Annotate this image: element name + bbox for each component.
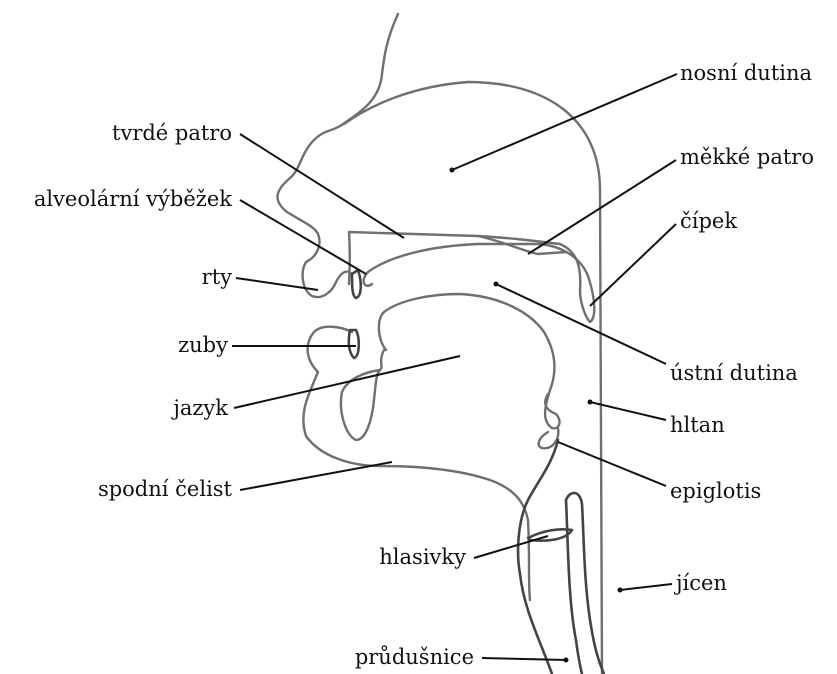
leader-prudusnice (482, 658, 566, 660)
label-spodni-celist: spodní čelist (98, 477, 233, 501)
label-mekke-patro: měkké patro (680, 145, 814, 169)
leader-jazyk (234, 356, 460, 408)
label-ustni-dutina: ústní dutina (670, 361, 798, 385)
leader-hlasivky (474, 536, 548, 558)
leader-tvrde-patro (240, 134, 404, 238)
larynx-front-outline (518, 440, 558, 674)
leader-alveolarni-vybezek (240, 200, 366, 274)
label-epiglotis: epiglotis (670, 479, 761, 503)
head-outline (277, 14, 604, 674)
label-cipek: čípek (680, 209, 737, 233)
point-ustni-dutina (494, 282, 499, 287)
leader-epiglotis (558, 442, 666, 486)
label-alveolarni-vybezek: alveolární výběžek (34, 187, 232, 211)
nasal-cavity-outline (344, 82, 602, 674)
label-hltan: hltan (670, 413, 725, 437)
point-hltan (588, 400, 593, 405)
lower-teeth-outline (349, 330, 359, 358)
leader-nosni-dutina (452, 74, 677, 170)
leader-mekke-patro (528, 160, 676, 254)
leader-cipek (590, 224, 676, 306)
label-prudusnice: průdušnice (355, 645, 474, 669)
tongue-tip-outline (341, 350, 384, 440)
label-tvrde-patro: tvrdé patro (112, 121, 232, 145)
label-rty: rty (202, 265, 232, 289)
upper-teeth-outline (352, 270, 361, 298)
leader-rty (236, 278, 318, 290)
label-hlasivky: hlasivky (379, 545, 466, 569)
point-jicen (618, 588, 623, 593)
leader-lines (232, 74, 677, 663)
leader-spodni-celist (240, 462, 392, 490)
soft-palate-outline (364, 236, 595, 322)
point-prudusnice (564, 658, 569, 663)
esophagus-outline (566, 493, 604, 674)
label-zuby: zuby (178, 333, 228, 357)
label-nosni-dutina: nosní dutina (680, 61, 812, 85)
label-jicen: jícen (673, 571, 727, 595)
point-nosni-dutina (450, 168, 455, 173)
tongue-outline (379, 294, 560, 428)
trachea-outline (566, 500, 582, 674)
label-jazyk: jazyk (170, 396, 228, 420)
leader-jicen (620, 584, 672, 590)
face-profile (277, 14, 398, 297)
